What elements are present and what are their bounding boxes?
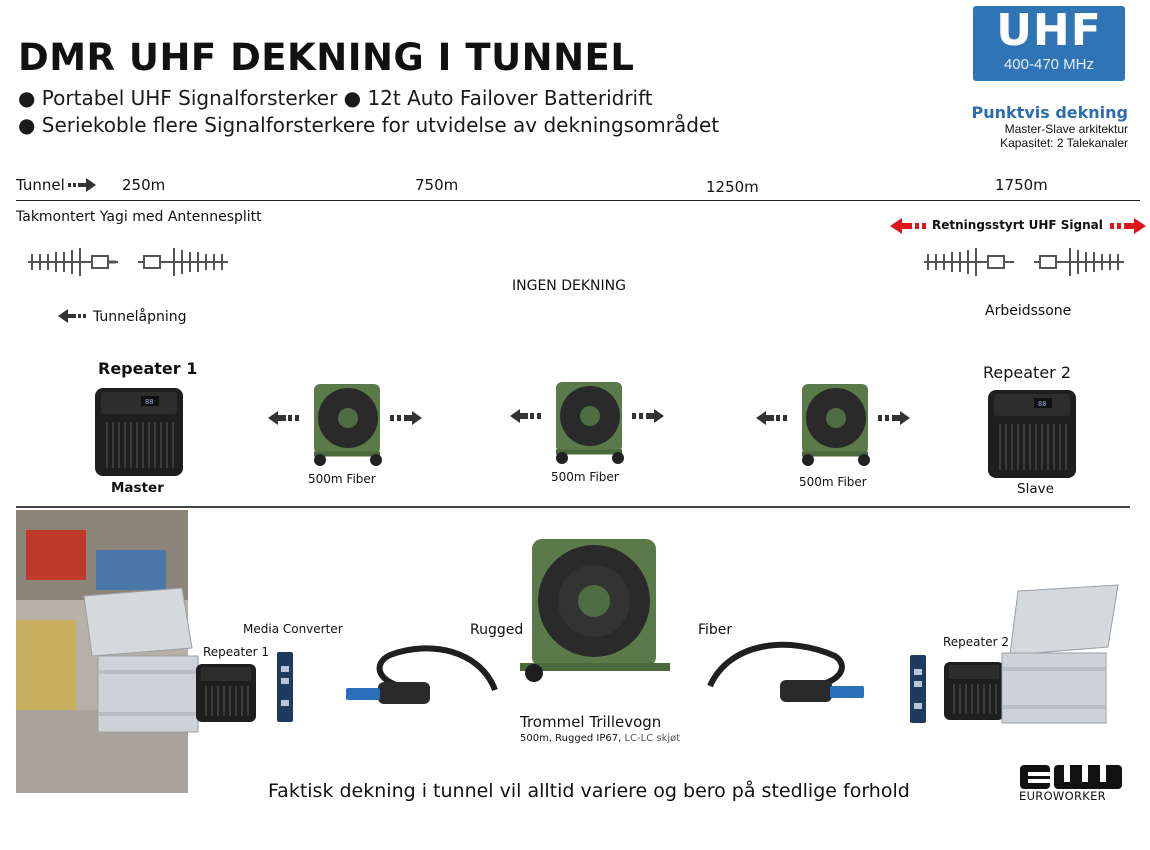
rugged-fiber-cable-right: [707, 641, 864, 702]
repeater-2-device: 88: [988, 390, 1076, 478]
uhf-band-label: UHF: [996, 5, 1102, 56]
euroworker-logo: [1020, 765, 1122, 789]
page-title: DMR UHF DEKNING I TUNNEL: [18, 36, 635, 79]
drum-spec-connector: LC-LC skjøt: [624, 733, 681, 744]
yagi-label: Takmontert Yagi med Antennesplitt: [16, 209, 262, 225]
media-converter-device: [277, 652, 293, 722]
fiber-label-2: 500m Fiber: [551, 470, 619, 484]
ruler-distance-250: 250m: [122, 176, 166, 194]
section-divider: [16, 506, 1130, 508]
coverage-type-title: Punktvis dekning: [971, 103, 1128, 122]
ruler-distance-1750: 1750m: [995, 176, 1048, 194]
fiber-drum-2: [510, 382, 664, 464]
rugged-label: Rugged: [470, 622, 524, 638]
tunnel-arrow-right-icon: [68, 178, 96, 192]
fiber-label-3: 500m Fiber: [799, 475, 867, 489]
capacity-line: Kapasitet: 2 Talekanaler: [1000, 136, 1128, 150]
setup-repeater-2-device: [944, 662, 1004, 720]
signal-arrow-left-icon: [890, 218, 926, 234]
installation-photo: [16, 510, 188, 793]
uhf-range-label: 400-470 MHz: [1003, 56, 1095, 73]
fiber-label: Fiber: [698, 622, 733, 638]
drum-title: Trommel Trillevogn: [520, 713, 662, 731]
no-coverage-label: INGEN DEKNING: [512, 278, 626, 294]
uhf-badge: UHF 400-470 MHz: [973, 6, 1125, 81]
media-converter-right-device: [910, 655, 926, 723]
svg-text:88: 88: [145, 398, 153, 406]
fiber-drum-1: [268, 384, 422, 466]
rugged-fiber-cable-left: [346, 645, 498, 704]
architecture-line: Master-Slave arkitektur: [1004, 122, 1128, 136]
repeater-1-device: 88: [95, 388, 183, 476]
aluminium-case-left: [83, 587, 199, 733]
ruler-tunnel-label: Tunnel: [16, 176, 65, 194]
work-zone-label: Arbeidssone: [985, 303, 1072, 319]
repeater-1-title: Repeater 1: [98, 359, 198, 378]
yagi-antenna-right-icon: [924, 248, 1124, 276]
coverage-disclaimer: Faktisk dekning i tunnel vil alltid vari…: [268, 780, 910, 802]
media-converter-label: Media Converter: [243, 622, 343, 636]
drum-spec: 500m, Rugged IP67, LC-LC skjøt: [520, 733, 680, 744]
fiber-label-1: 500m Fiber: [308, 472, 376, 486]
yagi-antenna-left-icon: [28, 248, 228, 276]
repeater-2-title: Repeater 2: [983, 363, 1072, 382]
tunnel-opening-label: Tunnelåpning: [93, 309, 187, 325]
signal-arrow-right-icon: [1110, 218, 1146, 234]
ruler-distance-1250: 1250m: [706, 178, 759, 196]
ruler-line: [16, 200, 1140, 201]
feature-line-2: ● Seriekoble flere Signalforsterkere for…: [18, 113, 720, 137]
setup-repeater-1-label: Repeater 1: [203, 645, 270, 659]
ruler-distance-750: 750m: [415, 176, 459, 194]
repeater-2-role: Slave: [1017, 481, 1054, 497]
fiber-drum-large: [520, 539, 670, 682]
repeater-1-role: Master: [111, 480, 164, 496]
tunnel-opening-arrow-icon: [58, 309, 86, 323]
fiber-drum-3: [756, 384, 910, 466]
euroworker-logo-text: EUROWORKER: [1019, 789, 1106, 803]
aluminium-case-right: [1001, 584, 1119, 724]
setup-repeater-2-label: Repeater 2: [943, 635, 1010, 649]
setup-repeater-1-device: [196, 664, 256, 722]
feature-line-1: ● Portabel UHF Signalforsterker ● 12t Au…: [18, 86, 653, 110]
svg-text:88: 88: [1038, 400, 1046, 408]
directional-signal-label: Retningsstyrt UHF Signal: [932, 218, 1103, 232]
drum-spec-text: 500m, Rugged IP67,: [520, 733, 625, 744]
